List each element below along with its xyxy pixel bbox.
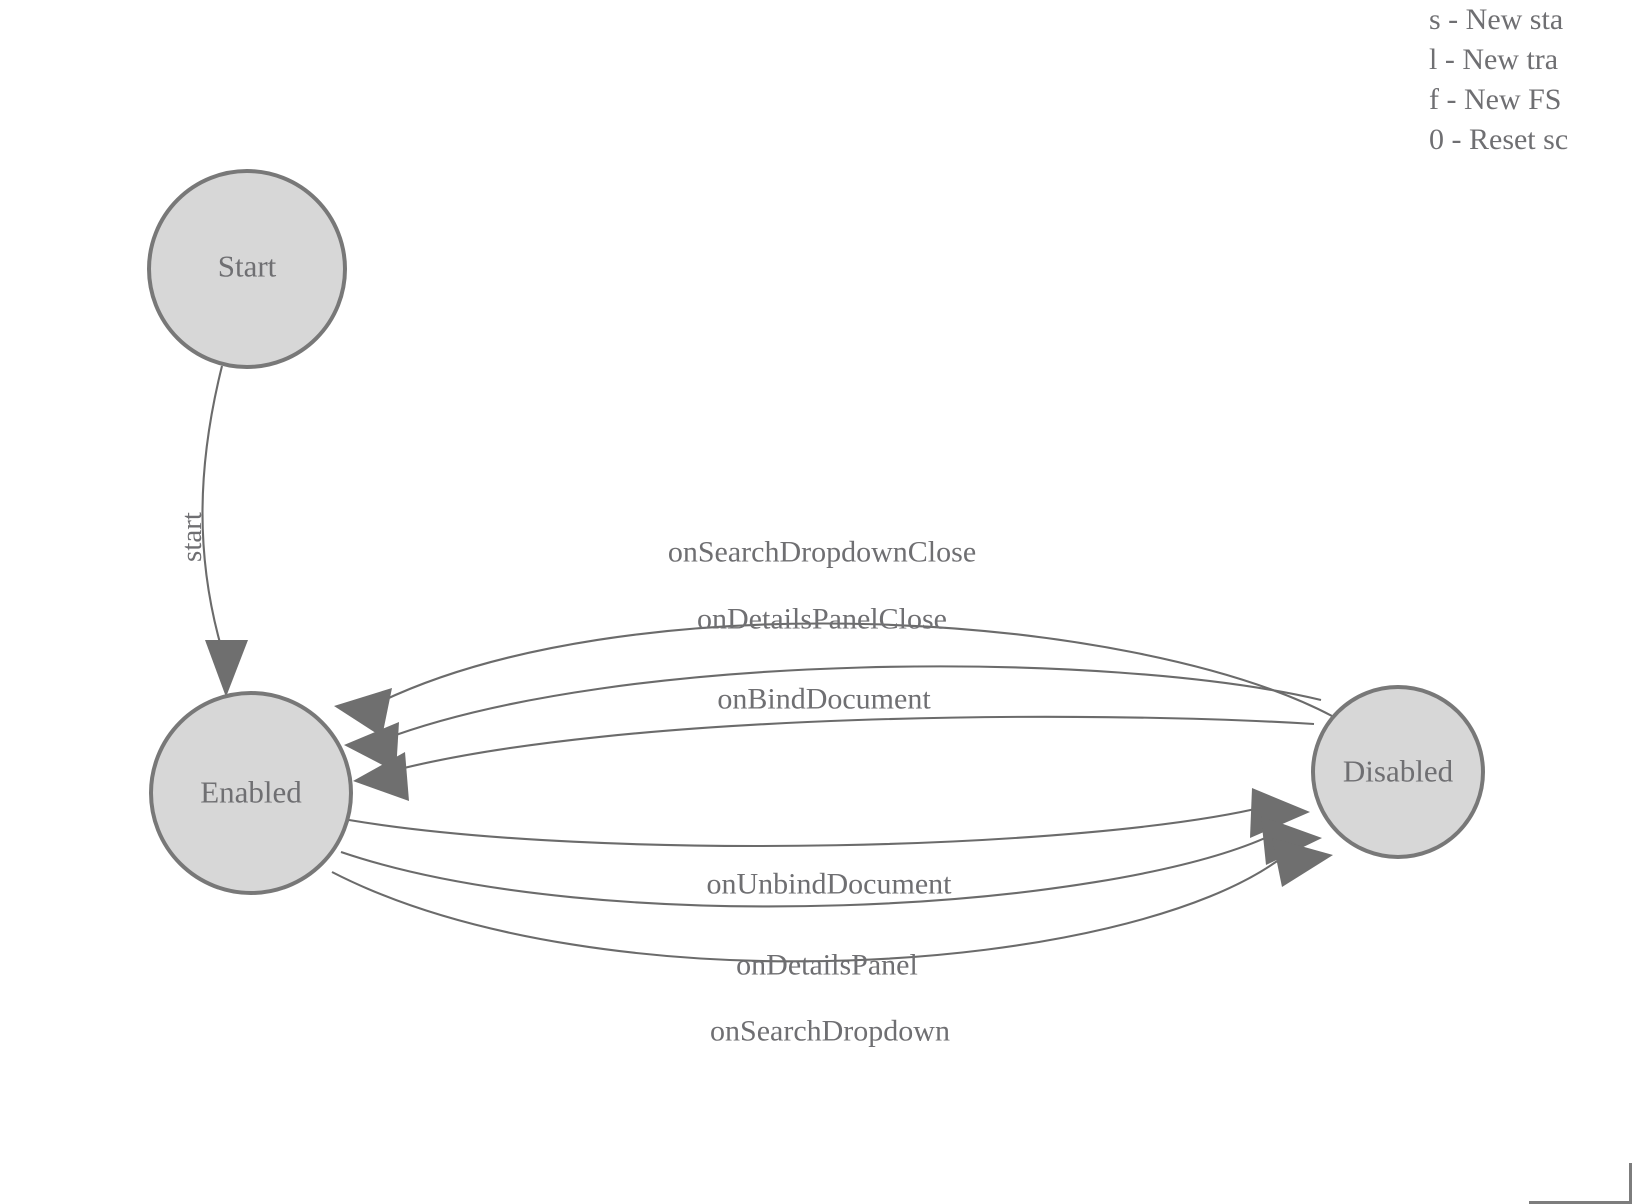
edge-label-on-bind-document: onBindDocument [717,683,931,716]
node-disabled[interactable]: Disabled [1311,685,1485,859]
edge-label-on-search-dropdown: onSearchDropdown [710,1015,950,1048]
edge-label-on-details-panel: onDetailsPanel [736,949,918,982]
node-enabled-circle[interactable] [149,691,353,895]
node-disabled-label: Disabled [1343,754,1454,789]
edge-on-unbind-document[interactable] [348,788,1310,848]
edge-start-arrowhead [205,640,248,697]
edge-on-search-dropdown-path [331,855,1285,963]
edge-start[interactable] [201,365,249,697]
edge-on-search-dropdown-close[interactable] [334,622,1333,737]
node-disabled-circle[interactable] [1311,685,1485,859]
legend-line-new-transition: l - New tra [1429,43,1559,76]
edge-label-on-search-dropdown-close: onSearchDropdownClose [668,536,976,569]
edge-on-details-panel-close-path [381,665,1322,741]
edge-on-bind-document-path [391,715,1315,773]
legend-line-reset-scale: 0 - Reset sc [1429,123,1569,156]
edge-on-unbind-document-path [348,804,1269,848]
node-start-label: Start [218,249,277,284]
edge-on-details-panel-close[interactable] [344,665,1322,772]
panel-corner-frame [1529,1163,1632,1204]
edge-label-start: start [176,512,208,562]
edge-on-details-panel-path [340,833,1275,908]
node-start-circle[interactable] [147,169,347,369]
legend-line-new-state: s - New sta [1429,3,1564,36]
node-enabled-label: Enabled [200,775,302,810]
edge-on-bind-document-arrowhead [353,752,409,801]
edge-start-path [201,365,224,651]
shortcut-legend: s - New sta l - New tra f - New FS 0 - R… [1429,0,1632,160]
legend-line-new-fsm: f - New FS [1429,83,1562,116]
edge-on-details-panel-close-arrowhead [344,722,399,772]
node-start[interactable]: Start [147,169,347,369]
edge-on-search-dropdown-close-arrowhead [334,688,392,737]
node-enabled[interactable]: Enabled [149,691,353,895]
edge-label-on-unbind-document: onUnbindDocument [707,868,953,901]
edge-on-search-dropdown-arrowhead [1272,838,1333,887]
edge-label-on-details-panel-close: onDetailsPanelClose [697,603,947,636]
edge-on-bind-document[interactable] [353,715,1315,801]
edge-on-search-dropdown-close-path [369,622,1333,717]
edge-on-search-dropdown[interactable] [331,838,1333,963]
